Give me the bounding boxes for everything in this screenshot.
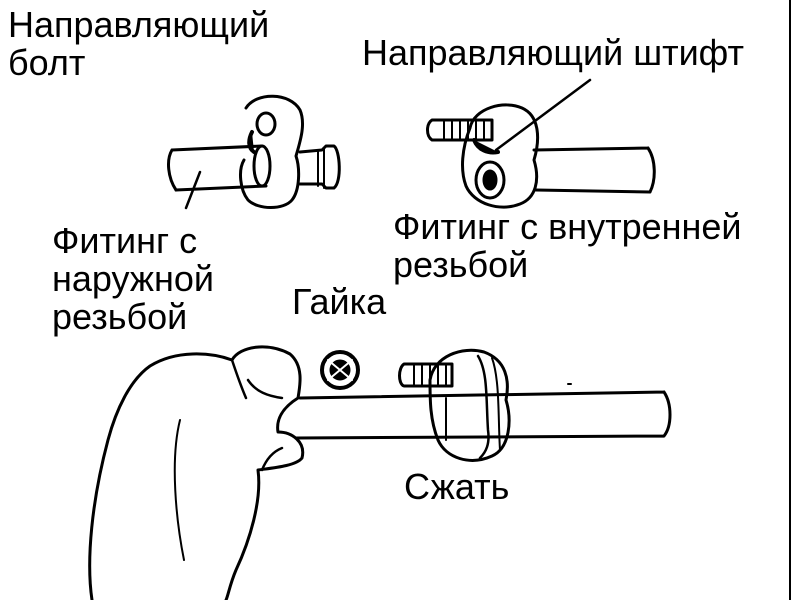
label-male-fitting-line-3: резьбой: [52, 296, 188, 337]
female-fitting-flange: [461, 103, 540, 209]
male-fitting-pipe-end: [252, 144, 272, 188]
label-guide-bolt: Направляющий болт: [8, 6, 269, 82]
assembly-stud: [398, 362, 454, 388]
label-male-fitting-line-2: наружной: [52, 258, 215, 299]
label-nut: Гайка: [292, 281, 387, 322]
female-fitting-drawing: [426, 78, 656, 209]
label-male-fitting-line-1: Фитинг с: [52, 220, 198, 261]
female-fitting-pipe: [532, 146, 656, 194]
label-compress: Сжать: [404, 466, 510, 507]
male-fitting-drawing: [167, 94, 341, 210]
male-fitting-bolt-hole: [255, 111, 277, 137]
label-guide-bolt-line-2: болт: [8, 42, 86, 83]
guide-pin: [426, 118, 494, 142]
male-fitting-pipe: [167, 144, 268, 192]
label-guide-bolt-line-1: Направляющий: [8, 4, 270, 45]
female-fitting-port: [474, 160, 506, 200]
label-female-fitting-line-1: Фитинг с внутренней: [393, 206, 742, 247]
label-guide-pin: Направляющий штифт: [362, 32, 744, 73]
hand: [88, 345, 305, 600]
label-female-fitting: Фитинг с внутренней резьбой: [393, 208, 742, 284]
assembly-drawing: [88, 345, 672, 600]
male-fitting-flange: [239, 94, 304, 209]
assembly-clamp: [428, 348, 511, 462]
assembly-pipe: [294, 390, 672, 440]
label-male-fitting: Фитинг с наружной резьбой: [52, 222, 214, 336]
label-female-fitting-line-2: резьбой: [393, 244, 529, 285]
male-fitting-thread: [298, 144, 341, 190]
nut: [320, 350, 360, 390]
